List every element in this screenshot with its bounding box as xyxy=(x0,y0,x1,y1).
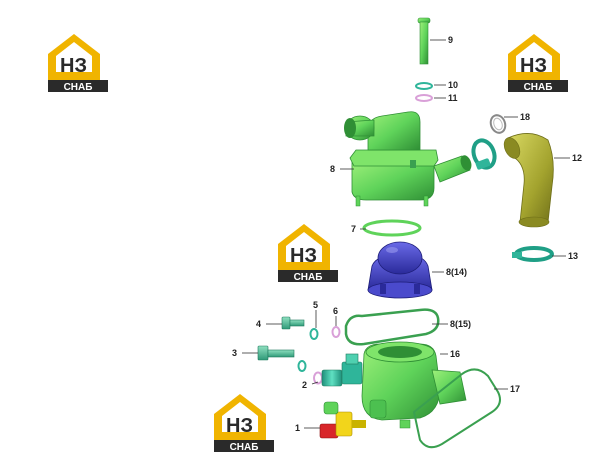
label-part-7: 7 xyxy=(351,224,356,234)
label-part-1: 1 xyxy=(295,423,300,433)
part-6-washer xyxy=(331,326,341,338)
logo-caption: СНАБ xyxy=(524,82,553,93)
label-part-2: 2 xyxy=(302,380,307,390)
part-11-washer xyxy=(415,94,433,102)
label-part-16: 16 xyxy=(450,349,460,359)
logo-caption: СНАБ xyxy=(294,272,323,283)
label-part-6: 6 xyxy=(333,306,338,316)
part-2-sensor xyxy=(321,353,363,387)
part-1-sensor xyxy=(319,401,366,439)
label-part-9: 9 xyxy=(448,35,453,45)
part-8-housing-cover xyxy=(344,111,472,207)
part-17-gasket xyxy=(412,368,501,449)
label-part-8-14: 8(14) xyxy=(446,267,467,277)
part-2-washer xyxy=(313,371,323,385)
label-part-11: 11 xyxy=(448,93,458,103)
label-part-12: 12 xyxy=(572,153,582,163)
logo-top-left: НЗ СНАБ xyxy=(48,34,108,93)
label-part-8: 8 xyxy=(330,164,335,174)
label-part-3: 3 xyxy=(232,348,237,358)
label-part-17: 17 xyxy=(510,384,520,394)
logo-middle: НЗ СНАБ xyxy=(278,224,338,283)
part-10-washer xyxy=(415,82,433,90)
part-3-bolt xyxy=(257,345,295,361)
part-8-14-thermostat xyxy=(367,241,433,299)
logo-mark: НЗ xyxy=(290,245,317,267)
logo-mark: НЗ xyxy=(60,55,87,77)
logo-mark: НЗ xyxy=(226,415,253,437)
part-12-hose xyxy=(503,133,554,228)
part-5-washer xyxy=(309,328,319,340)
label-part-18: 18 xyxy=(520,112,530,122)
part-4-bolt xyxy=(281,316,305,330)
logo-caption: СНАБ xyxy=(230,442,259,453)
logo-caption: СНАБ xyxy=(64,82,93,93)
part-7-gasket xyxy=(362,219,422,237)
part-9-bolt xyxy=(417,17,431,65)
part-8-15-gasket xyxy=(344,308,440,346)
label-part-13: 13 xyxy=(568,251,578,261)
label-part-5: 5 xyxy=(313,300,318,310)
part-3-washer xyxy=(297,360,307,372)
logo-top-right: НЗ СНАБ xyxy=(508,34,568,93)
part-18-small-clamp xyxy=(489,114,507,134)
logo-bottom-left: НЗ СНАБ xyxy=(214,394,274,453)
label-part-10: 10 xyxy=(448,80,458,90)
label-part-4: 4 xyxy=(256,319,261,329)
outlet-hose-clamp xyxy=(471,138,497,170)
logo-mark: НЗ xyxy=(520,55,547,77)
part-13-large-clamp xyxy=(512,246,554,262)
label-part-8-15: 8(15) xyxy=(450,319,471,329)
